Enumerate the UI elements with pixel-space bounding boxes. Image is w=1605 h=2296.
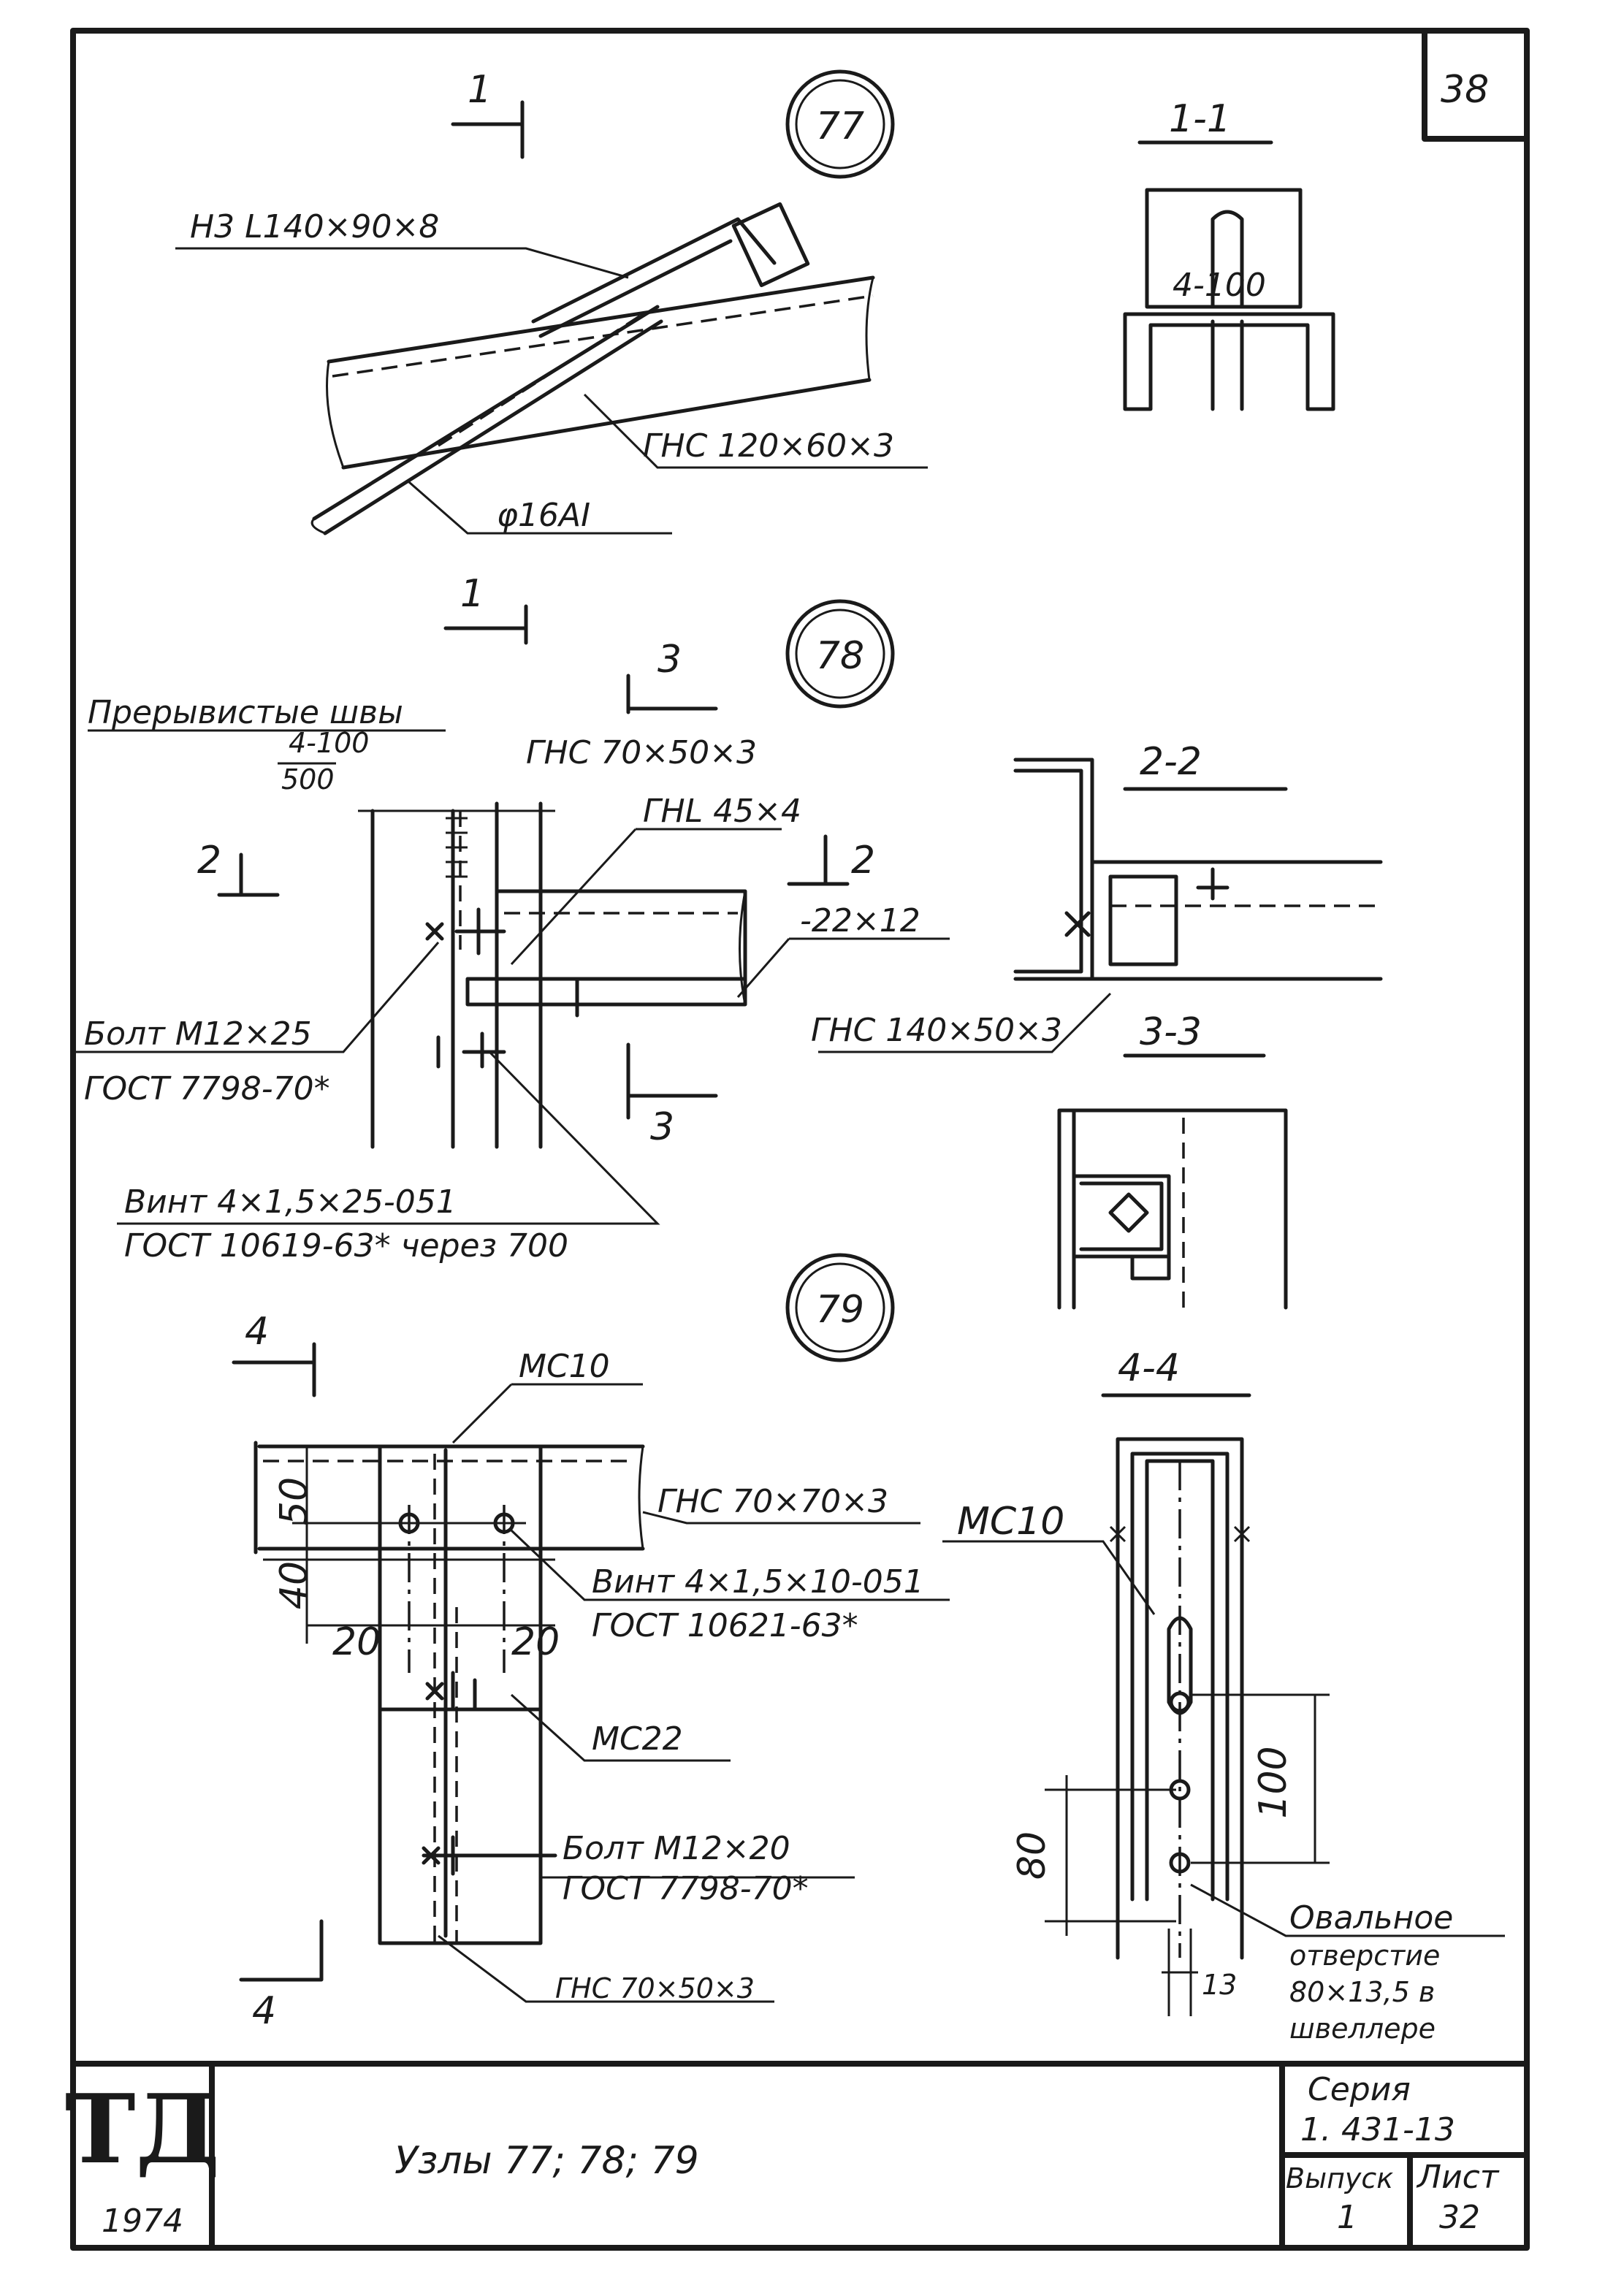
n78-bolt-std: ГОСТ 7798-70* bbox=[84, 1070, 330, 1107]
mark-3-top: 3 bbox=[657, 638, 682, 682]
n78-screw-std: ГОСТ 10619-63* через 700 bbox=[124, 1227, 568, 1265]
section-3-3: 3-3 bbox=[1057, 1010, 1288, 1310]
section-4-4-title: 4-4 bbox=[1118, 1346, 1180, 1390]
dim-50: 50 bbox=[272, 1477, 316, 1525]
mark-2-left: 2 bbox=[197, 839, 221, 882]
n78-weld-spec-bottom: 500 bbox=[281, 763, 335, 796]
logo-year: 1974 bbox=[102, 2202, 183, 2240]
section-4-4-mc10: МС10 bbox=[957, 1500, 1064, 1544]
cut-mark-1-top: 1 bbox=[451, 68, 525, 159]
svg-text:1: 1 bbox=[468, 68, 492, 112]
n79-screw-label: Винт 4×1,5×10-051 bbox=[592, 1563, 924, 1601]
n77-tube-label: ГНС 120×60×3 bbox=[643, 427, 894, 465]
dim-20b: 20 bbox=[511, 1620, 560, 1664]
mark-4-top: 4 bbox=[245, 1310, 269, 1354]
node-77-number: 77 bbox=[816, 104, 864, 148]
n77-angle-label: Н3 L140×90×8 bbox=[190, 208, 439, 245]
n79-channel-top: МС10 bbox=[519, 1348, 610, 1385]
section-4-4: 4-4 МС10 100 80 13 Овальное bbox=[942, 1346, 1505, 2045]
oval-note-line1: отверстие bbox=[1289, 1940, 1440, 1972]
n78-tube-top-label: ГНС 70×50×3 bbox=[526, 734, 757, 771]
n78-screw-label: Винт 4×1,5×25-051 bbox=[124, 1183, 457, 1221]
dim-100: 100 bbox=[1251, 1746, 1295, 1818]
node-77-circle bbox=[785, 69, 895, 179]
n78-plate-label: -22×12 bbox=[800, 902, 920, 939]
mark-2-right: 2 bbox=[851, 839, 875, 882]
n79-tube-label: ГНС 70×70×3 bbox=[657, 1483, 888, 1520]
logo-td: ТД bbox=[65, 2073, 220, 2185]
n79-channel-22: МС22 bbox=[592, 1720, 683, 1758]
dim-13: 13 bbox=[1202, 1969, 1237, 2001]
sheet-label: Лист bbox=[1416, 2159, 1500, 2196]
section-2-2: 2-2 ГНС 140×50×3 bbox=[811, 740, 1383, 1053]
mark-4-bottom: 4 bbox=[252, 1989, 276, 2033]
svg-text:1: 1 bbox=[460, 572, 484, 616]
node-79-circle bbox=[785, 1253, 895, 1362]
node-77: 77 1 Н3 L140×90×8 ГНС 120×60×3 φ16АI 1 bbox=[175, 68, 1335, 645]
n78-weld-label: Прерывистые швы bbox=[88, 694, 403, 731]
node-78-number: 78 bbox=[816, 634, 864, 678]
drawing-title: Узлы 77; 78; 79 bbox=[394, 2139, 699, 2183]
title-block: ТД 1974 Узлы 77; 78; 79 Серия 1. 431-13 … bbox=[65, 2061, 1530, 2251]
n79-bolt-std: ГОСТ 7798-70* bbox=[563, 1870, 809, 1907]
n78-angle-label: ГНL 45×4 bbox=[643, 793, 801, 830]
series-value: 1. 431-13 bbox=[1300, 2111, 1455, 2148]
dim-40: 40 bbox=[272, 1561, 316, 1609]
oval-note-line2: 80×13,5 в bbox=[1289, 1976, 1435, 2008]
n79-screw-std: ГОСТ 10621-63* bbox=[592, 1607, 858, 1644]
section-1-1-note: 4-100 bbox=[1173, 267, 1266, 304]
node-78: 78 Прерывистые швы 4-100 500 3 ГНС 70×50… bbox=[73, 599, 1383, 1310]
node-79: 79 4 МС10 50 40 20 20 ГНС 70×70×3 Винт bbox=[232, 1253, 1505, 2045]
mark-3-bottom: 3 bbox=[650, 1105, 674, 1149]
section-1-1: 1-1 4-100 bbox=[1123, 97, 1335, 411]
n78-weld-spec-top: 4-100 bbox=[289, 727, 369, 759]
issue-value: 1 bbox=[1337, 2199, 1357, 2236]
section-3-3-title: 3-3 bbox=[1140, 1010, 1202, 1054]
n79-bolt-label: Болт М12×20 bbox=[563, 1830, 790, 1867]
dim-80: 80 bbox=[1010, 1831, 1054, 1880]
series-label: Серия bbox=[1308, 2071, 1411, 2108]
sheet-frame bbox=[70, 28, 1530, 2251]
section-1-1-title: 1-1 bbox=[1169, 97, 1231, 141]
n77-rod-label: φ16АI bbox=[497, 497, 590, 534]
section-2-2-title: 2-2 bbox=[1140, 740, 1202, 784]
dim-20a: 20 bbox=[332, 1620, 381, 1664]
node-79-number: 79 bbox=[816, 1288, 864, 1332]
n78-bolt-label: Болт М12×25 bbox=[84, 1015, 312, 1053]
cut-mark-1-bottom: 1 bbox=[443, 572, 528, 645]
oval-note-line3: швеллере bbox=[1289, 2013, 1436, 2045]
oval-note-title: Овальное bbox=[1289, 1899, 1453, 1937]
issue-label: Выпуск bbox=[1286, 2162, 1393, 2194]
node-78-circle bbox=[785, 599, 895, 709]
sheet-value: 32 bbox=[1439, 2199, 1480, 2236]
n79-tube-bottom: ГНС 70×50×3 bbox=[555, 1972, 755, 2005]
sheet-number-box: 38 bbox=[1422, 28, 1530, 142]
sheet-number: 38 bbox=[1441, 68, 1489, 112]
n78-tube-side-label: ГНС 140×50×3 bbox=[811, 1012, 1062, 1049]
